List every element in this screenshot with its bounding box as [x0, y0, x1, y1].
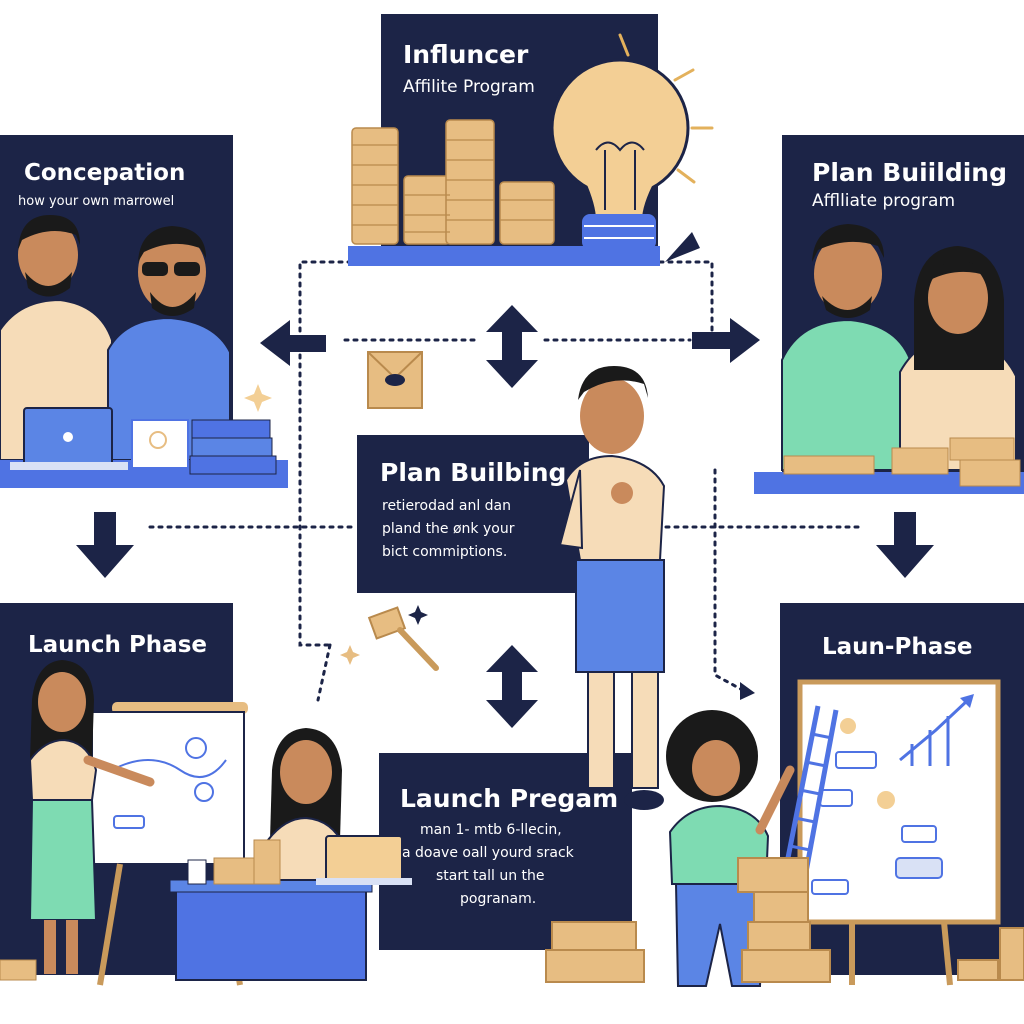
- launch-phase-left-title: Launch Phase: [28, 632, 207, 658]
- launch-phase-right-title: Laun-Phase: [822, 634, 973, 660]
- conception-art: [0, 215, 288, 488]
- plan-building-center-line-3: bict commiptions.: [382, 544, 508, 560]
- conception-title: Concepation: [24, 160, 186, 186]
- arrow-icon: [76, 232, 934, 728]
- influencer-art: [348, 33, 714, 266]
- sparkle-icon: [244, 384, 272, 412]
- lightbulb-icon: [550, 58, 690, 250]
- envelope-icon: [367, 351, 423, 409]
- ladder-icon: [783, 705, 839, 873]
- presenter-man: [558, 366, 666, 810]
- plan-building-right-title: Plan Buiilding: [812, 158, 1007, 187]
- coin-stack-icon: [351, 119, 555, 245]
- plan-building-art: [754, 224, 1024, 494]
- launch-left-art: [0, 660, 412, 986]
- sparkle-icon: [408, 605, 428, 625]
- launch-program-line-4: pogranam.: [460, 891, 537, 907]
- plan-building-right-subtitle: Afflliate program: [812, 191, 956, 211]
- dotted-connectors: [148, 260, 862, 702]
- tool-icon: [367, 606, 439, 671]
- plan-building-center-line-2: pland the ønk your: [382, 521, 515, 537]
- plan-building-center-line-1: retierodad anl dan: [382, 498, 512, 514]
- conception-subtitle: how your own marrowel: [18, 194, 175, 209]
- influencer-title: Influncer: [403, 40, 529, 69]
- laptop-icon: [10, 407, 128, 470]
- plan-building-center-title: Plan Builbing: [380, 458, 567, 487]
- launch-program-line-2: a doave oall yourd srack: [402, 845, 574, 861]
- sparkle-icon: [340, 645, 360, 665]
- flipchart-icon: [797, 679, 1001, 986]
- plan-building-center-panel: [357, 435, 589, 593]
- flipchart-icon: [91, 702, 248, 986]
- launch-program-title: Launch Pregam: [400, 784, 619, 813]
- launch-right-art: [545, 679, 1024, 987]
- laptop-icon: [316, 835, 412, 885]
- influencer-subtitle: Affilite Program: [403, 77, 535, 97]
- box-icon: [545, 857, 1024, 983]
- launch-program-line-1: man 1- mtb 6-llecin,: [420, 822, 562, 838]
- launch-program-line-3: start tall un the: [436, 868, 545, 884]
